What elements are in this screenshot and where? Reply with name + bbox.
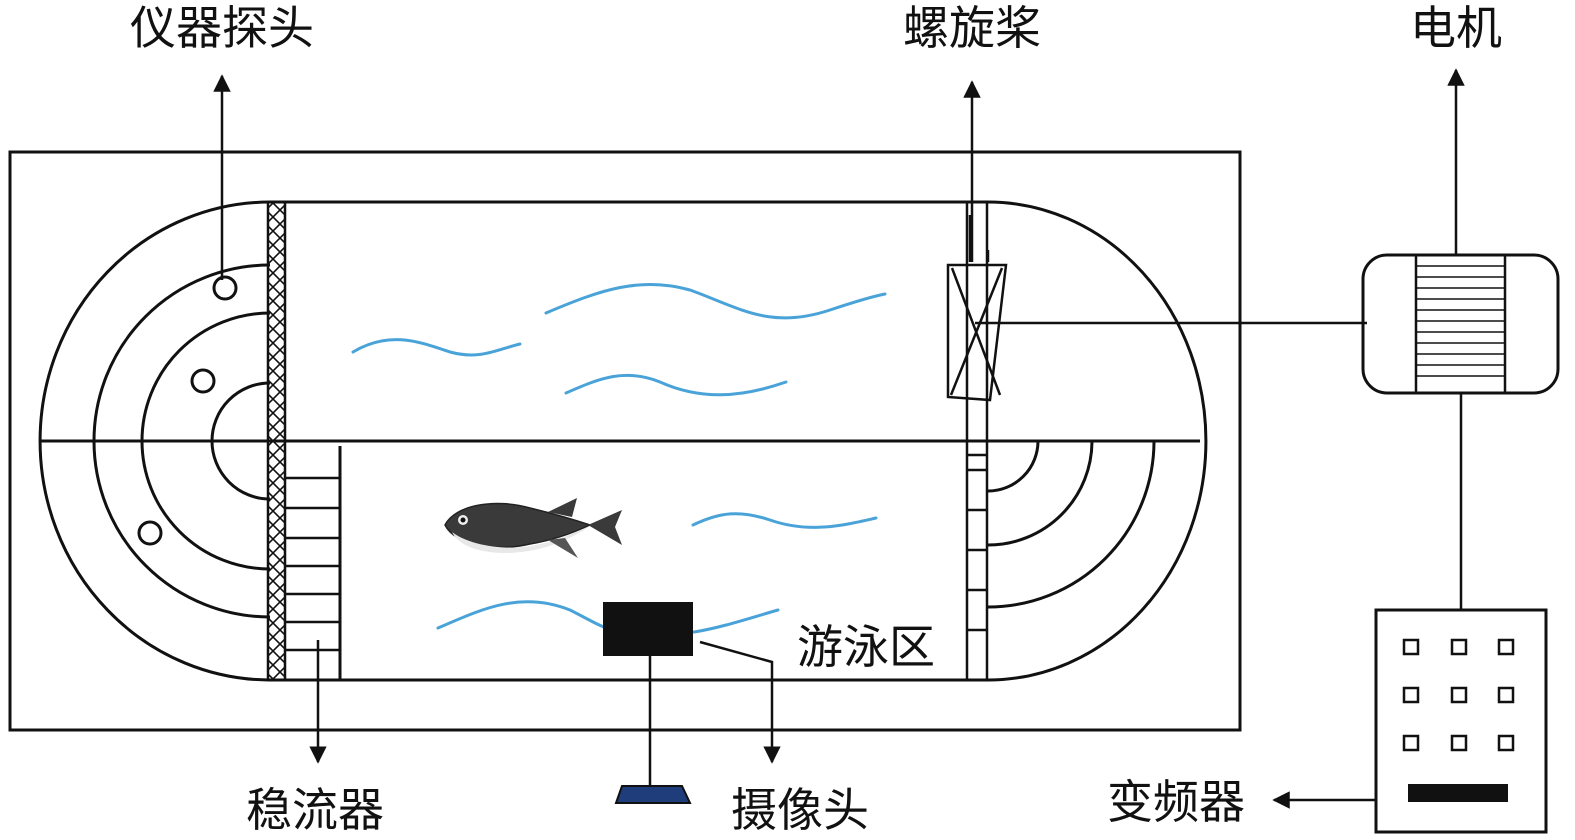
inverter-label: 变频器 bbox=[1107, 775, 1245, 829]
pufferfish-icon bbox=[444, 498, 622, 558]
motor-label: 电机 bbox=[1410, 1, 1502, 55]
outer-frame bbox=[8, 150, 1242, 732]
camera-leader-arrow bbox=[699, 640, 781, 764]
motor-icon bbox=[1361, 253, 1560, 395]
probe-hole bbox=[137, 520, 163, 546]
camera-icon bbox=[603, 602, 693, 804]
left-guide-vanes bbox=[92, 263, 270, 619]
control-panel-icon bbox=[1374, 608, 1548, 834]
water-flow-waves bbox=[351, 282, 887, 636]
propeller-label: 螺旋桨 bbox=[903, 1, 1041, 55]
flow-stabilizer bbox=[285, 446, 342, 680]
right-grid-screen bbox=[965, 200, 989, 682]
swim-zone-label: 游泳区 bbox=[797, 620, 935, 674]
flow-track bbox=[38, 200, 1208, 682]
mesh-screen bbox=[266, 200, 287, 682]
propeller-icon bbox=[946, 215, 1008, 402]
camera-label: 摄像头 bbox=[731, 783, 869, 837]
probe-label: 仪器探头 bbox=[130, 1, 314, 55]
probe-hole bbox=[212, 275, 238, 301]
probe-hole bbox=[190, 368, 216, 394]
stabilizer-label: 稳流器 bbox=[246, 783, 384, 837]
